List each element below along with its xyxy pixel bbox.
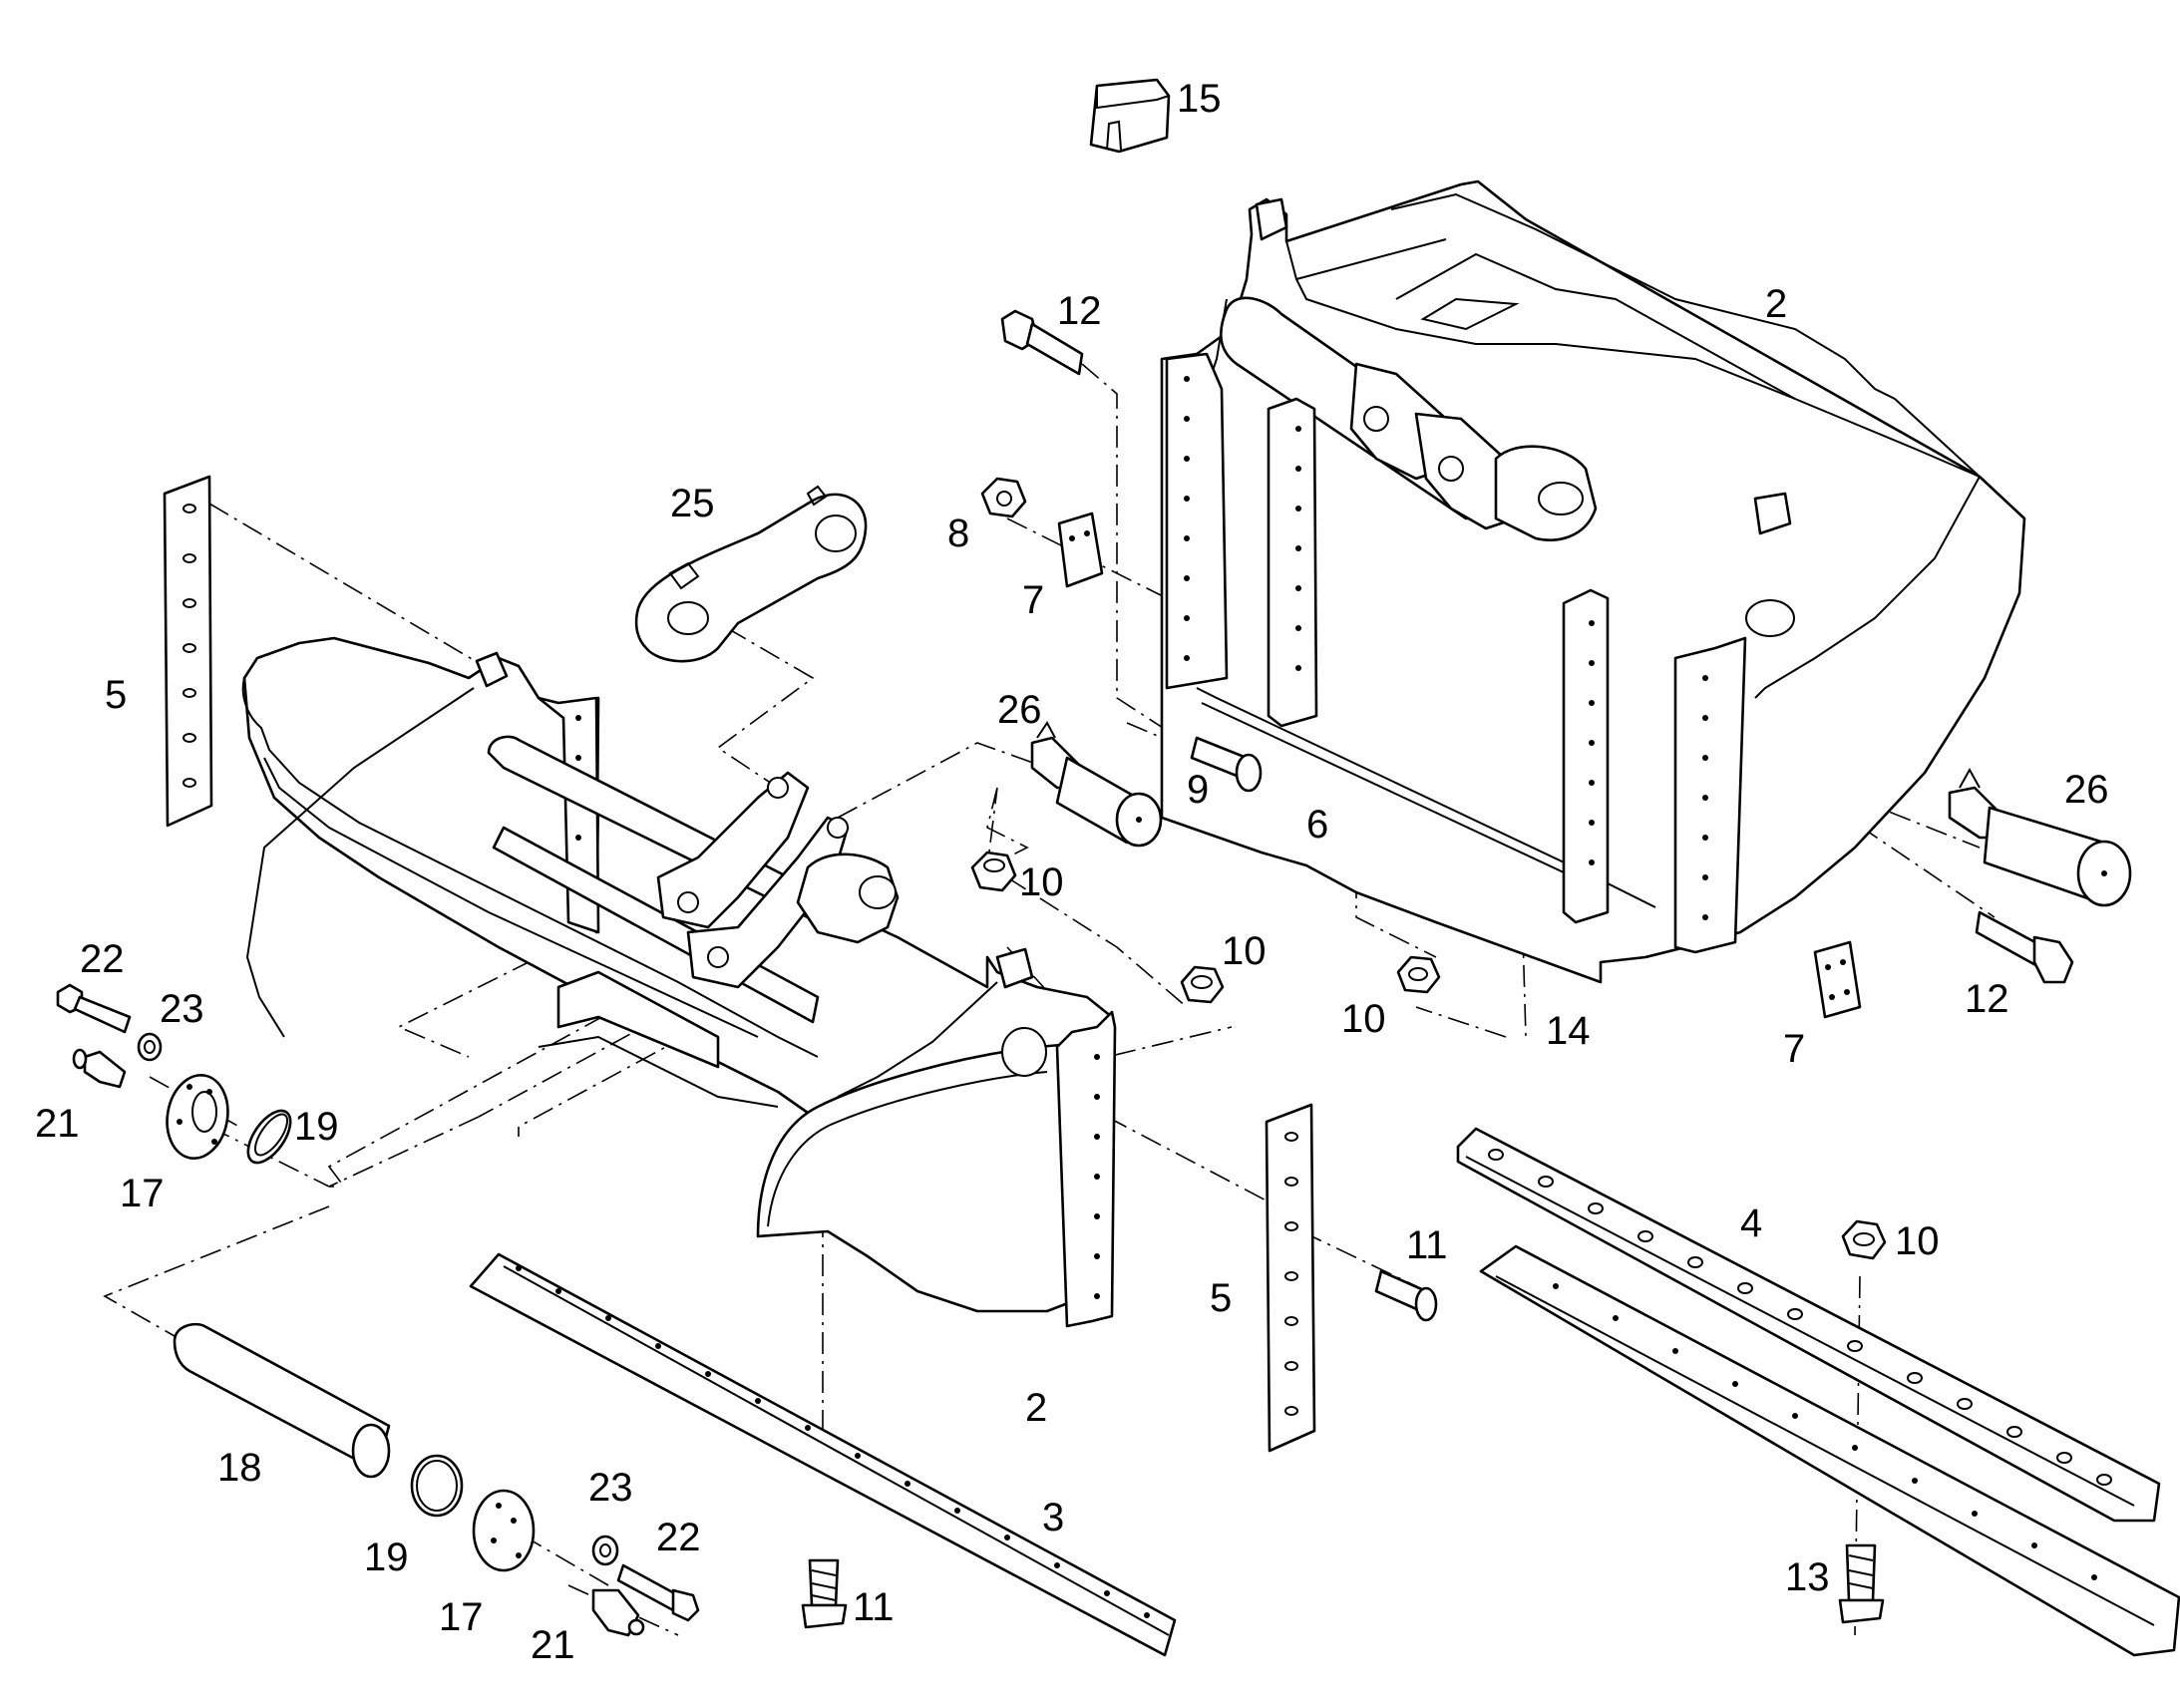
callout-7: 7 [1022, 578, 1044, 622]
part-13-wear-plate [1479, 1244, 2180, 1657]
callout-25: 25 [670, 482, 715, 525]
callout-21: 21 [35, 1102, 80, 1146]
callout-17: 17 [120, 1172, 165, 1215]
part-26-pin-upper [1030, 721, 1163, 848]
callout-2: 2 [1025, 1386, 1047, 1430]
callout-14: 14 [1546, 1009, 1591, 1053]
callout-19: 19 [294, 1105, 339, 1149]
part-10-nut-d [1841, 1219, 1887, 1260]
part-17-flange-lower [472, 1489, 536, 1572]
callout-7: 7 [1783, 1027, 1805, 1071]
callout-17: 17 [439, 1595, 484, 1639]
callout-11: 11 [1406, 1223, 1448, 1267]
part-8-nut [980, 477, 1027, 518]
part-11-screw-right [1374, 1269, 1438, 1322]
part-6-wear-strip [1267, 397, 1318, 728]
part-18-pin [173, 1322, 391, 1479]
part-19-ring-upper [246, 1109, 292, 1165]
part-7-pad-upper [1057, 512, 1104, 588]
part-10-nut-a [970, 851, 1017, 892]
callout-10: 10 [1895, 1219, 1940, 1263]
part-23-washer-lower [591, 1535, 619, 1566]
callout-26: 26 [997, 688, 1042, 732]
part-26-pin-lower [1948, 767, 2132, 907]
part-23-washer-upper [137, 1032, 163, 1062]
part-17-flange-upper [166, 1074, 229, 1160]
callout-10: 10 [1222, 929, 1267, 973]
part-11-screw-bottom [801, 1558, 848, 1629]
part-19-ring-lower [410, 1454, 464, 1518]
callout-2: 2 [1765, 282, 1787, 326]
callout-5: 5 [1210, 1276, 1232, 1320]
part-7-pad-lower [1813, 940, 1862, 1019]
part-14-wear-strip [1562, 588, 1610, 924]
callout-6: 6 [1306, 803, 1328, 847]
part-22-bolt-lower [616, 1563, 700, 1622]
part-21-nipple-upper [72, 1048, 127, 1089]
part-5-side-plate-left [163, 475, 213, 828]
callout-21: 21 [531, 1623, 575, 1667]
part-22-bolt-upper [56, 983, 132, 1034]
callout-9: 9 [1187, 768, 1209, 812]
callout-5: 5 [105, 673, 127, 717]
part-5-side-plate-right [1265, 1103, 1316, 1453]
callout-12: 12 [1965, 977, 2009, 1021]
part-10-nut-b [1180, 965, 1225, 1004]
callout-22: 22 [656, 1516, 701, 1559]
callout-4: 4 [1740, 1201, 1762, 1245]
callout-10: 10 [1341, 997, 1386, 1041]
callout-19: 19 [364, 1536, 409, 1579]
callout-22: 22 [80, 937, 125, 981]
part-21-nipple-lower [591, 1588, 645, 1637]
callout-12: 12 [1057, 289, 1102, 333]
part-2-upper-bucket [1160, 179, 2026, 984]
callout-3: 3 [1042, 1496, 1064, 1539]
callout-26: 26 [2064, 768, 2109, 812]
part-4-bolt-on-edge [1456, 1127, 2161, 1523]
callout-13: 13 [1785, 1555, 1830, 1599]
part-15-tooth-cap [1089, 78, 1171, 154]
part-12-bolt-upper [1000, 309, 1084, 376]
callout-8: 8 [947, 512, 969, 555]
part-10-nut-c [1396, 955, 1441, 994]
callout-23: 23 [588, 1466, 633, 1510]
callout-10: 10 [1019, 860, 1064, 904]
callout-18: 18 [217, 1446, 262, 1490]
part-9-screw [1190, 736, 1263, 793]
callout-15: 15 [1177, 77, 1222, 121]
part-25-link [634, 485, 868, 663]
part-3-cutting-edge [469, 1252, 1177, 1657]
callout-labels: 15 2 12 25 8 7 5 26 9 6 26 10 10 10 14 1… [35, 77, 2109, 1667]
part-12-bolt-lower [1975, 910, 2074, 984]
callout-23: 23 [160, 987, 204, 1031]
callout-11: 11 [853, 1585, 895, 1629]
part-2-lower-bucket [241, 636, 1117, 1328]
part-13-screw [1838, 1543, 1885, 1624]
